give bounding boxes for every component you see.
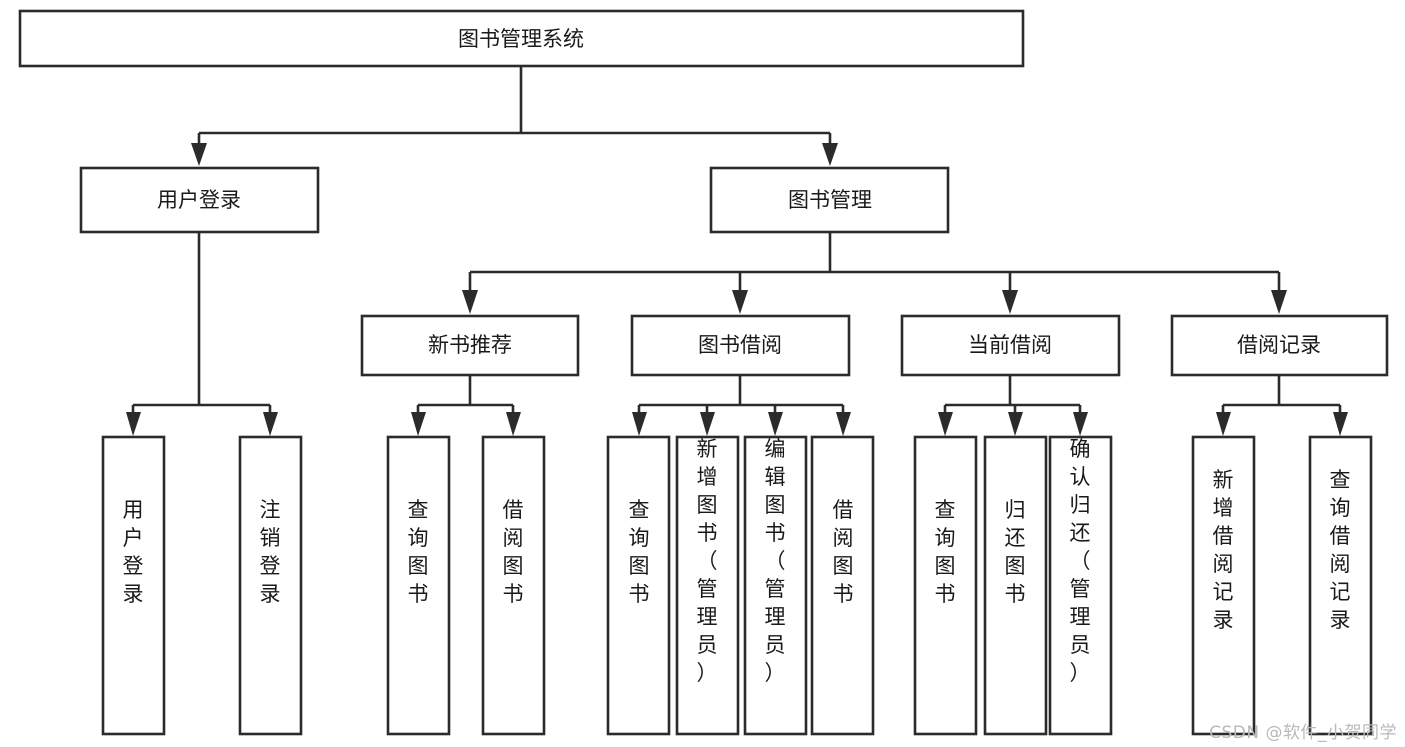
arrow-head-borrowrecord-leaf1: [1216, 412, 1231, 436]
leaf-node-borrow-query-book-label: 查询图书: [629, 498, 650, 606]
leaf-node-record-query[interactable]: 查询借阅记录: [1308, 435, 1373, 736]
arrow-head-newbook-leaf1: [411, 412, 426, 436]
leaf-node-borrow-borrow-book-label: 借阅图书: [833, 498, 854, 606]
node-book-borrow[interactable]: 图书借阅: [630, 314, 851, 377]
arrow-head-borrowrecord-leaf2: [1333, 412, 1348, 436]
leaf-node-user-login-label: 用户登录: [123, 498, 144, 606]
leaf-node-record-query-label: 查询借阅记录: [1330, 468, 1351, 632]
leaf-node-newbook-borrow-book-box[interactable]: [481, 435, 546, 736]
node-book-management-box[interactable]: [709, 166, 950, 234]
leaf-node-newbook-borrow-book[interactable]: 借阅图书: [481, 435, 546, 736]
leaf-node-borrow-borrow-book[interactable]: 借阅图书: [810, 435, 875, 736]
leaf-node-borrow-edit-book-box[interactable]: [743, 435, 808, 736]
arrow-head-bookborrow-leaf4: [836, 412, 851, 436]
arrow-head-currentborrow-leaf2: [1008, 412, 1023, 436]
leaf-node-borrow-add-book[interactable]: 新增图书（管理员）: [675, 435, 740, 736]
node-new-book-recommend-box[interactable]: [360, 314, 580, 377]
leaf-node-borrow-query-book[interactable]: 查询图书: [606, 435, 671, 736]
leaf-node-borrow-borrow-book-box[interactable]: [810, 435, 875, 736]
node-current-borrow-label: 当前借阅: [968, 333, 1052, 357]
node-book-borrow-box[interactable]: [630, 314, 851, 377]
arrow-head-currentborrow-leaf3: [1073, 412, 1088, 436]
leaf-node-current-confirm-return[interactable]: 确认归还（管理员）: [1048, 435, 1113, 736]
leaf-node-newbook-borrow-book-label: 借阅图书: [503, 498, 524, 606]
leaf-node-current-query-book[interactable]: 查询图书: [913, 435, 978, 736]
leaf-node-borrow-edit-book[interactable]: 编辑图书（管理员）: [743, 435, 808, 736]
node-root-system-label: 图书管理系统: [458, 27, 584, 51]
node-user-login-box[interactable]: [79, 166, 320, 234]
connector-group: [126, 66, 1348, 436]
node-borrow-record-label: 借阅记录: [1237, 333, 1321, 357]
leaf-node-current-return-book[interactable]: 归还图书: [983, 435, 1048, 736]
arrow-head-bookborrow-leaf2: [700, 412, 715, 436]
arrow-head-newbook-leaf2: [506, 412, 521, 436]
leaf-node-current-confirm-return-label: 确认归还（管理员）: [1070, 437, 1091, 685]
leaf-node-newbook-query-book[interactable]: 查询图书: [386, 435, 451, 736]
arrow-head-bookborrow-leaf3: [768, 412, 783, 436]
leaf-node-borrow-add-book-box[interactable]: [675, 435, 740, 736]
arrow-head-currentborrow-leaf1: [938, 412, 953, 436]
node-book-management-label: 图书管理: [788, 188, 872, 212]
arrow-head-book-borrow: [732, 290, 748, 314]
arrow-head-current-borrow: [1002, 290, 1018, 314]
node-new-book-recommend-label: 新书推荐: [428, 333, 512, 357]
node-root-system-box[interactable]: [18, 9, 1025, 68]
leaf-node-logout-box[interactable]: [238, 435, 303, 736]
leaf-node-current-return-book-label: 归还图书: [1005, 498, 1026, 606]
node-borrow-record[interactable]: 借阅记录: [1170, 314, 1389, 377]
arrow-head-new-book: [462, 290, 478, 314]
leaf-node-newbook-query-book-label: 查询图书: [408, 498, 429, 606]
leaf-node-record-add-box[interactable]: [1191, 435, 1256, 736]
arrow-head-borrow-record: [1271, 290, 1287, 314]
leaf-node-record-add[interactable]: 新增借阅记录: [1191, 435, 1256, 736]
leaf-node-logout[interactable]: 注销登录: [238, 435, 303, 736]
arrow-head-user-login: [191, 143, 207, 166]
node-borrow-record-box[interactable]: [1170, 314, 1389, 377]
leaf-node-current-query-book-label: 查询图书: [935, 498, 956, 606]
node-current-borrow-box[interactable]: [900, 314, 1121, 377]
arrow-head-leaf-user-login: [126, 412, 141, 436]
node-current-borrow[interactable]: 当前借阅: [900, 314, 1121, 377]
node-new-book-recommend[interactable]: 新书推荐: [360, 314, 580, 377]
arrow-head-leaf-logout: [263, 412, 278, 436]
node-book-management[interactable]: 图书管理: [709, 166, 950, 234]
leaf-node-user-login[interactable]: 用户登录: [101, 435, 166, 736]
leaf-node-record-add-label: 新增借阅记录: [1213, 468, 1234, 632]
node-root-system[interactable]: 图书管理系统: [18, 9, 1025, 68]
leaf-node-borrow-query-book-box[interactable]: [606, 435, 671, 736]
leaf-node-record-query-box[interactable]: [1308, 435, 1373, 736]
node-user-login-label: 用户登录: [157, 188, 241, 212]
arrow-head-book-mgmt: [822, 143, 838, 166]
leaf-node-logout-label: 注销登录: [260, 498, 281, 606]
leaf-node-user-login-box[interactable]: [101, 435, 166, 736]
leaf-node-current-confirm-return-box[interactable]: [1048, 435, 1113, 736]
arrow-head-bookborrow-leaf1: [632, 412, 647, 436]
leaf-node-current-query-book-box[interactable]: [913, 435, 978, 736]
node-book-borrow-label: 图书借阅: [698, 333, 782, 357]
leaf-node-borrow-add-book-label: 新增图书（管理员）: [697, 437, 718, 685]
leaf-node-current-return-book-box[interactable]: [983, 435, 1048, 736]
leaf-node-borrow-edit-book-label: 编辑图书（管理员）: [765, 437, 786, 685]
leaf-node-newbook-query-book-box[interactable]: [386, 435, 451, 736]
node-user-login[interactable]: 用户登录: [79, 166, 320, 234]
